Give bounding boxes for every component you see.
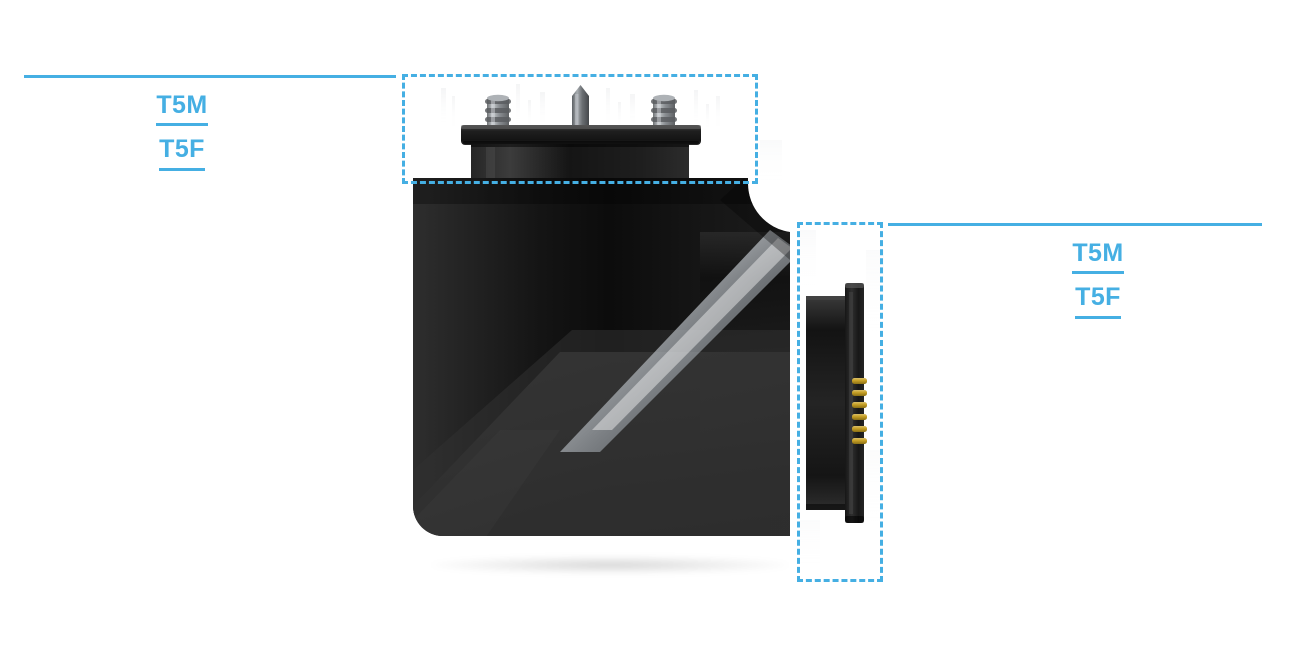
- background-reflections: [441, 84, 884, 576]
- callout-labels-side-port: T5M T5F: [1028, 240, 1168, 319]
- top-connector-port-graphic: [461, 85, 701, 178]
- alignment-pin-center: [572, 85, 589, 131]
- side-connector-port-graphic: [806, 283, 867, 523]
- contact-pins-gold: [852, 378, 867, 444]
- callout-label-t5m-top[interactable]: T5M: [156, 92, 208, 127]
- top-connector-barrel: [471, 144, 689, 178]
- leader-line-top-port: [24, 75, 396, 78]
- screw-post-right: [651, 94, 677, 129]
- side-connector-barrel: [806, 296, 848, 510]
- main-body-graphic: [413, 178, 790, 536]
- leader-line-side-port: [888, 223, 1262, 226]
- contact-shadow: [430, 556, 790, 574]
- specular-streak: [560, 230, 790, 452]
- callout-label-t5f-top[interactable]: T5F: [159, 136, 205, 171]
- callout-labels-top-port: T5M T5F: [112, 92, 252, 171]
- top-flange-plate: [461, 125, 701, 145]
- callout-label-t5f-side[interactable]: T5F: [1075, 284, 1121, 319]
- screw-post-left: [485, 94, 511, 129]
- callout-label-t5m-side[interactable]: T5M: [1072, 240, 1124, 275]
